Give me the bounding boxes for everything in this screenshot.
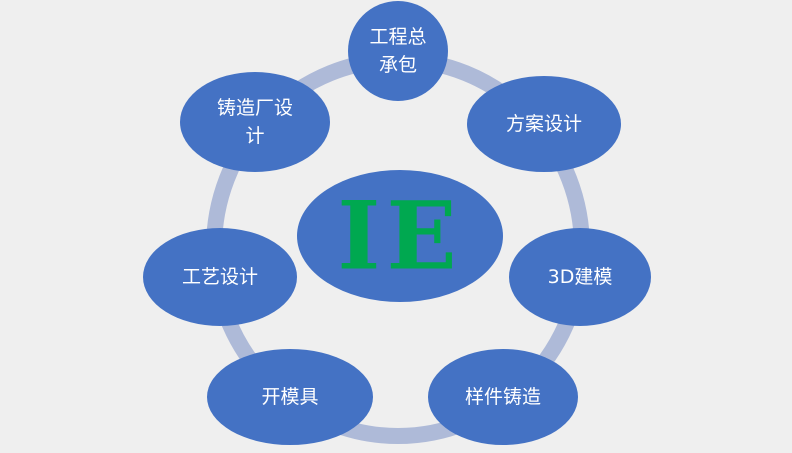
node-mold-making-label: 开模具 bbox=[261, 386, 319, 408]
node-epc-label: 工程总 承包 bbox=[369, 26, 427, 76]
node-3d-modeling: 3D建模 bbox=[509, 228, 651, 326]
center-node: IE bbox=[297, 170, 503, 302]
node-process-design: 工艺设计 bbox=[143, 228, 297, 326]
node-foundry-design: 铸造厂设 计 bbox=[180, 72, 330, 172]
node-3d-modeling-label: 3D建模 bbox=[547, 266, 613, 288]
node-process-design-label: 工艺设计 bbox=[181, 266, 258, 288]
node-epc: 工程总 承包 bbox=[348, 1, 448, 101]
node-foundry-design-label: 铸造厂设 计 bbox=[216, 97, 293, 147]
node-sample-casting: 样件铸造 bbox=[428, 349, 578, 445]
node-sample-casting-label: 样件铸造 bbox=[464, 386, 541, 408]
node-mold-making: 开模具 bbox=[207, 349, 373, 445]
node-scheme-design-label: 方案设计 bbox=[505, 113, 582, 135]
center-node-label: IE bbox=[337, 180, 463, 292]
node-scheme-design: 方案设计 bbox=[467, 76, 621, 172]
